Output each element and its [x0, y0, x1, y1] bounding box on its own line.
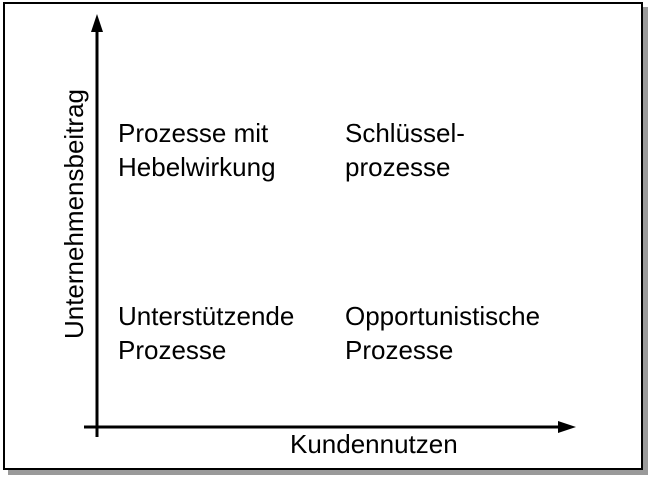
quadrant-bottom-left: Unterstützende Prozesse	[118, 299, 294, 367]
y-axis-label: Unternehmensbeitrag	[59, 88, 89, 340]
quadrant-bottom-right: Opportunistische Prozesse	[345, 299, 540, 367]
diagram-frame	[3, 2, 643, 470]
quadrant-top-left: Prozesse mit Hebelwirkung	[118, 116, 276, 184]
quadrant-bottom-left-line1: Unterstützende	[118, 301, 295, 331]
quadrant-bottom-right-line1: Opportunistische	[345, 301, 541, 331]
x-axis-arrowhead	[558, 421, 576, 433]
quadrant-top-right: Schlüssel- prozesse	[345, 116, 465, 184]
quadrant-bottom-left-line2: Prozesse	[118, 335, 227, 365]
quadrant-bottom-right-line2: Prozesse	[345, 335, 454, 365]
quadrant-top-right-line2: prozesse	[345, 152, 451, 182]
quadrant-top-right-line1: Schlüssel-	[345, 118, 465, 148]
x-axis-label: Kundennutzen	[290, 429, 458, 459]
quadrant-top-left-line2: Hebelwirkung	[118, 152, 276, 182]
y-axis-arrowhead	[91, 14, 103, 32]
quadrant-top-left-line1: Prozesse mit	[118, 118, 269, 148]
